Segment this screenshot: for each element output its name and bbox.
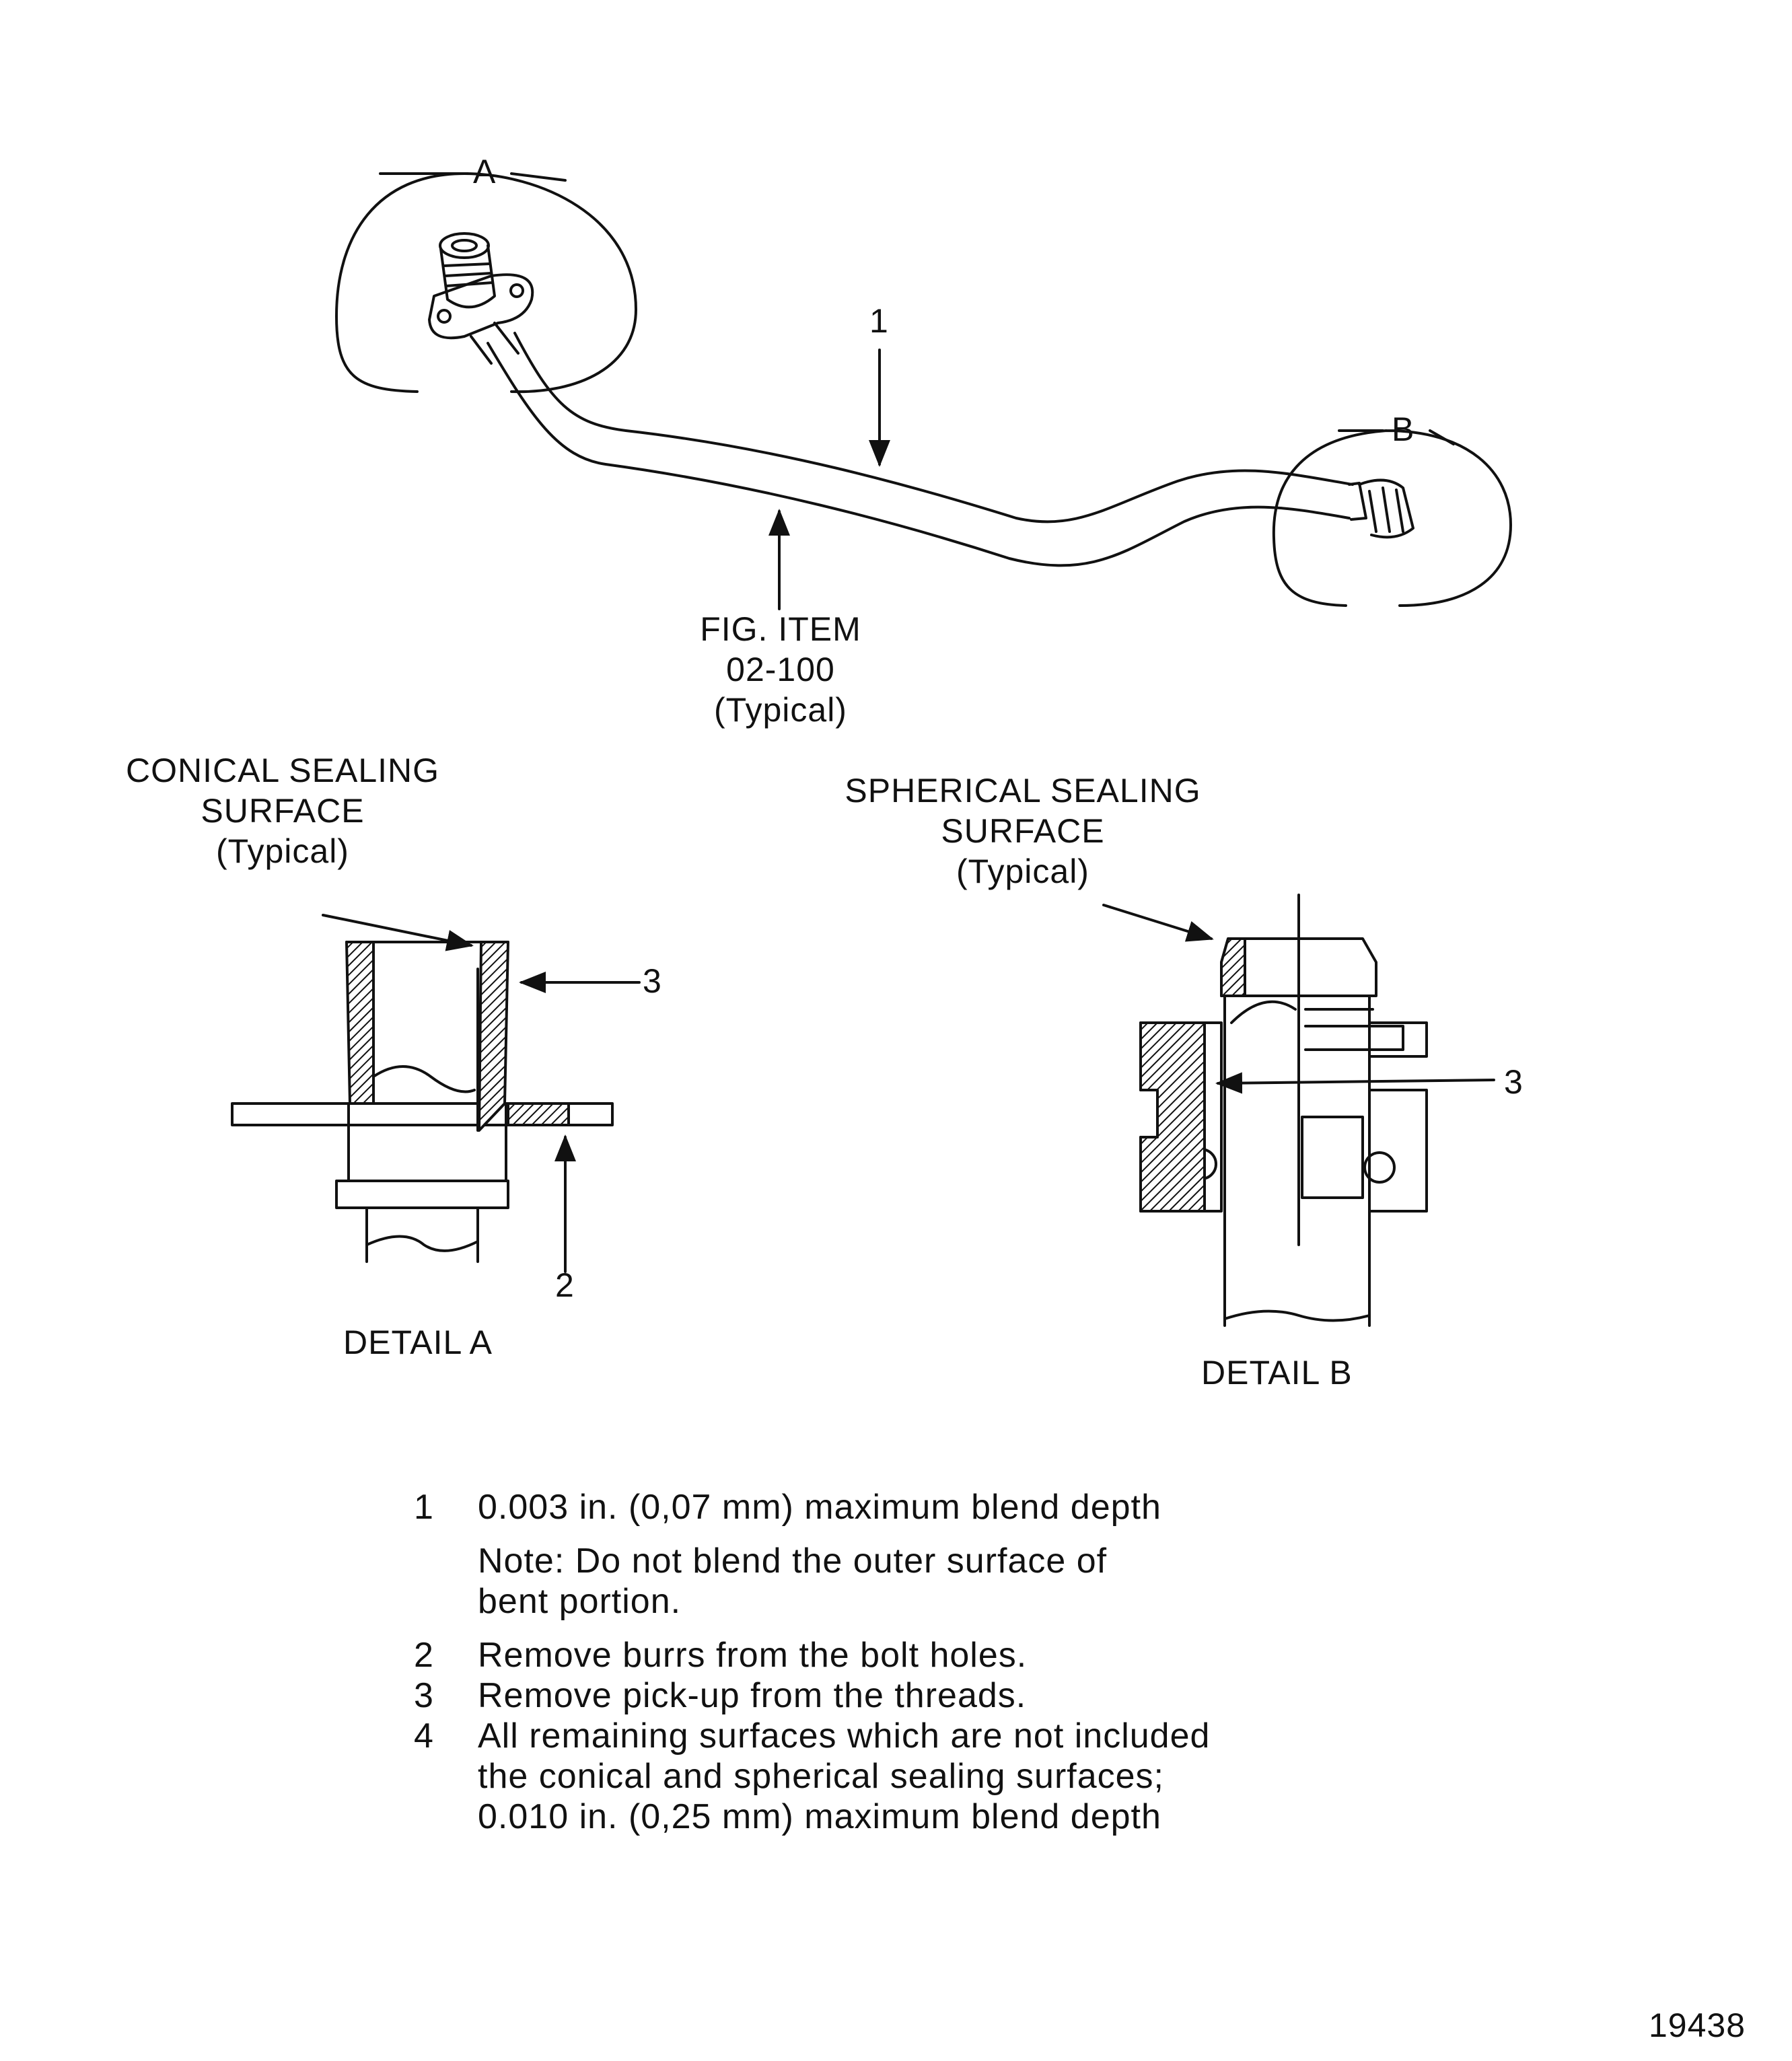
notes-list: 1 0.003 in. (0,07 mm) maximum blend dept…: [414, 1487, 1210, 1837]
callout-1: 1: [869, 302, 889, 340]
fig-item-label: FIG. ITEM 02-100 (Typical): [700, 610, 861, 729]
note-item: Note: Do not blend the outer surface of …: [478, 1542, 1108, 1621]
detail-b-marker: B: [1392, 410, 1415, 448]
fitting-b-drawing: [1348, 478, 1414, 539]
detail-a-marker: A: [473, 153, 497, 190]
callout-3-detail-b: 3: [1504, 1063, 1524, 1101]
detail-a-circle: [335, 172, 637, 394]
detail-a-caption: DETAIL A: [343, 1324, 493, 1361]
spherical-sealing-label: SPHERICAL SEALING SURFACE (Typical): [845, 772, 1201, 890]
conical-sealing-label: CONICAL SEALING SURFACE (Typical): [125, 752, 440, 870]
detail-b-circle: [1272, 429, 1512, 607]
figure-number: 19438: [1649, 2006, 1746, 2044]
note-item: 2 Remove burrs from the bolt holes.: [414, 1636, 1028, 1675]
note-item: 4 All remaining surfaces which are not i…: [414, 1716, 1211, 1836]
tube-lower-edge: [487, 342, 1351, 567]
detail-b-caption: DETAIL B: [1201, 1354, 1353, 1391]
note-item: 1 0.003 in. (0,07 mm) maximum blend dept…: [414, 1488, 1161, 1527]
callout-3-detail-a: 3: [643, 962, 662, 1000]
detail-a-drawing: [231, 914, 641, 1273]
fitting-a-drawing: [428, 232, 534, 365]
tube-upper-edge: [513, 332, 1354, 523]
note-item: 3 Remove pick-up from the threads.: [414, 1676, 1027, 1715]
callout-2: 2: [555, 1266, 575, 1304]
